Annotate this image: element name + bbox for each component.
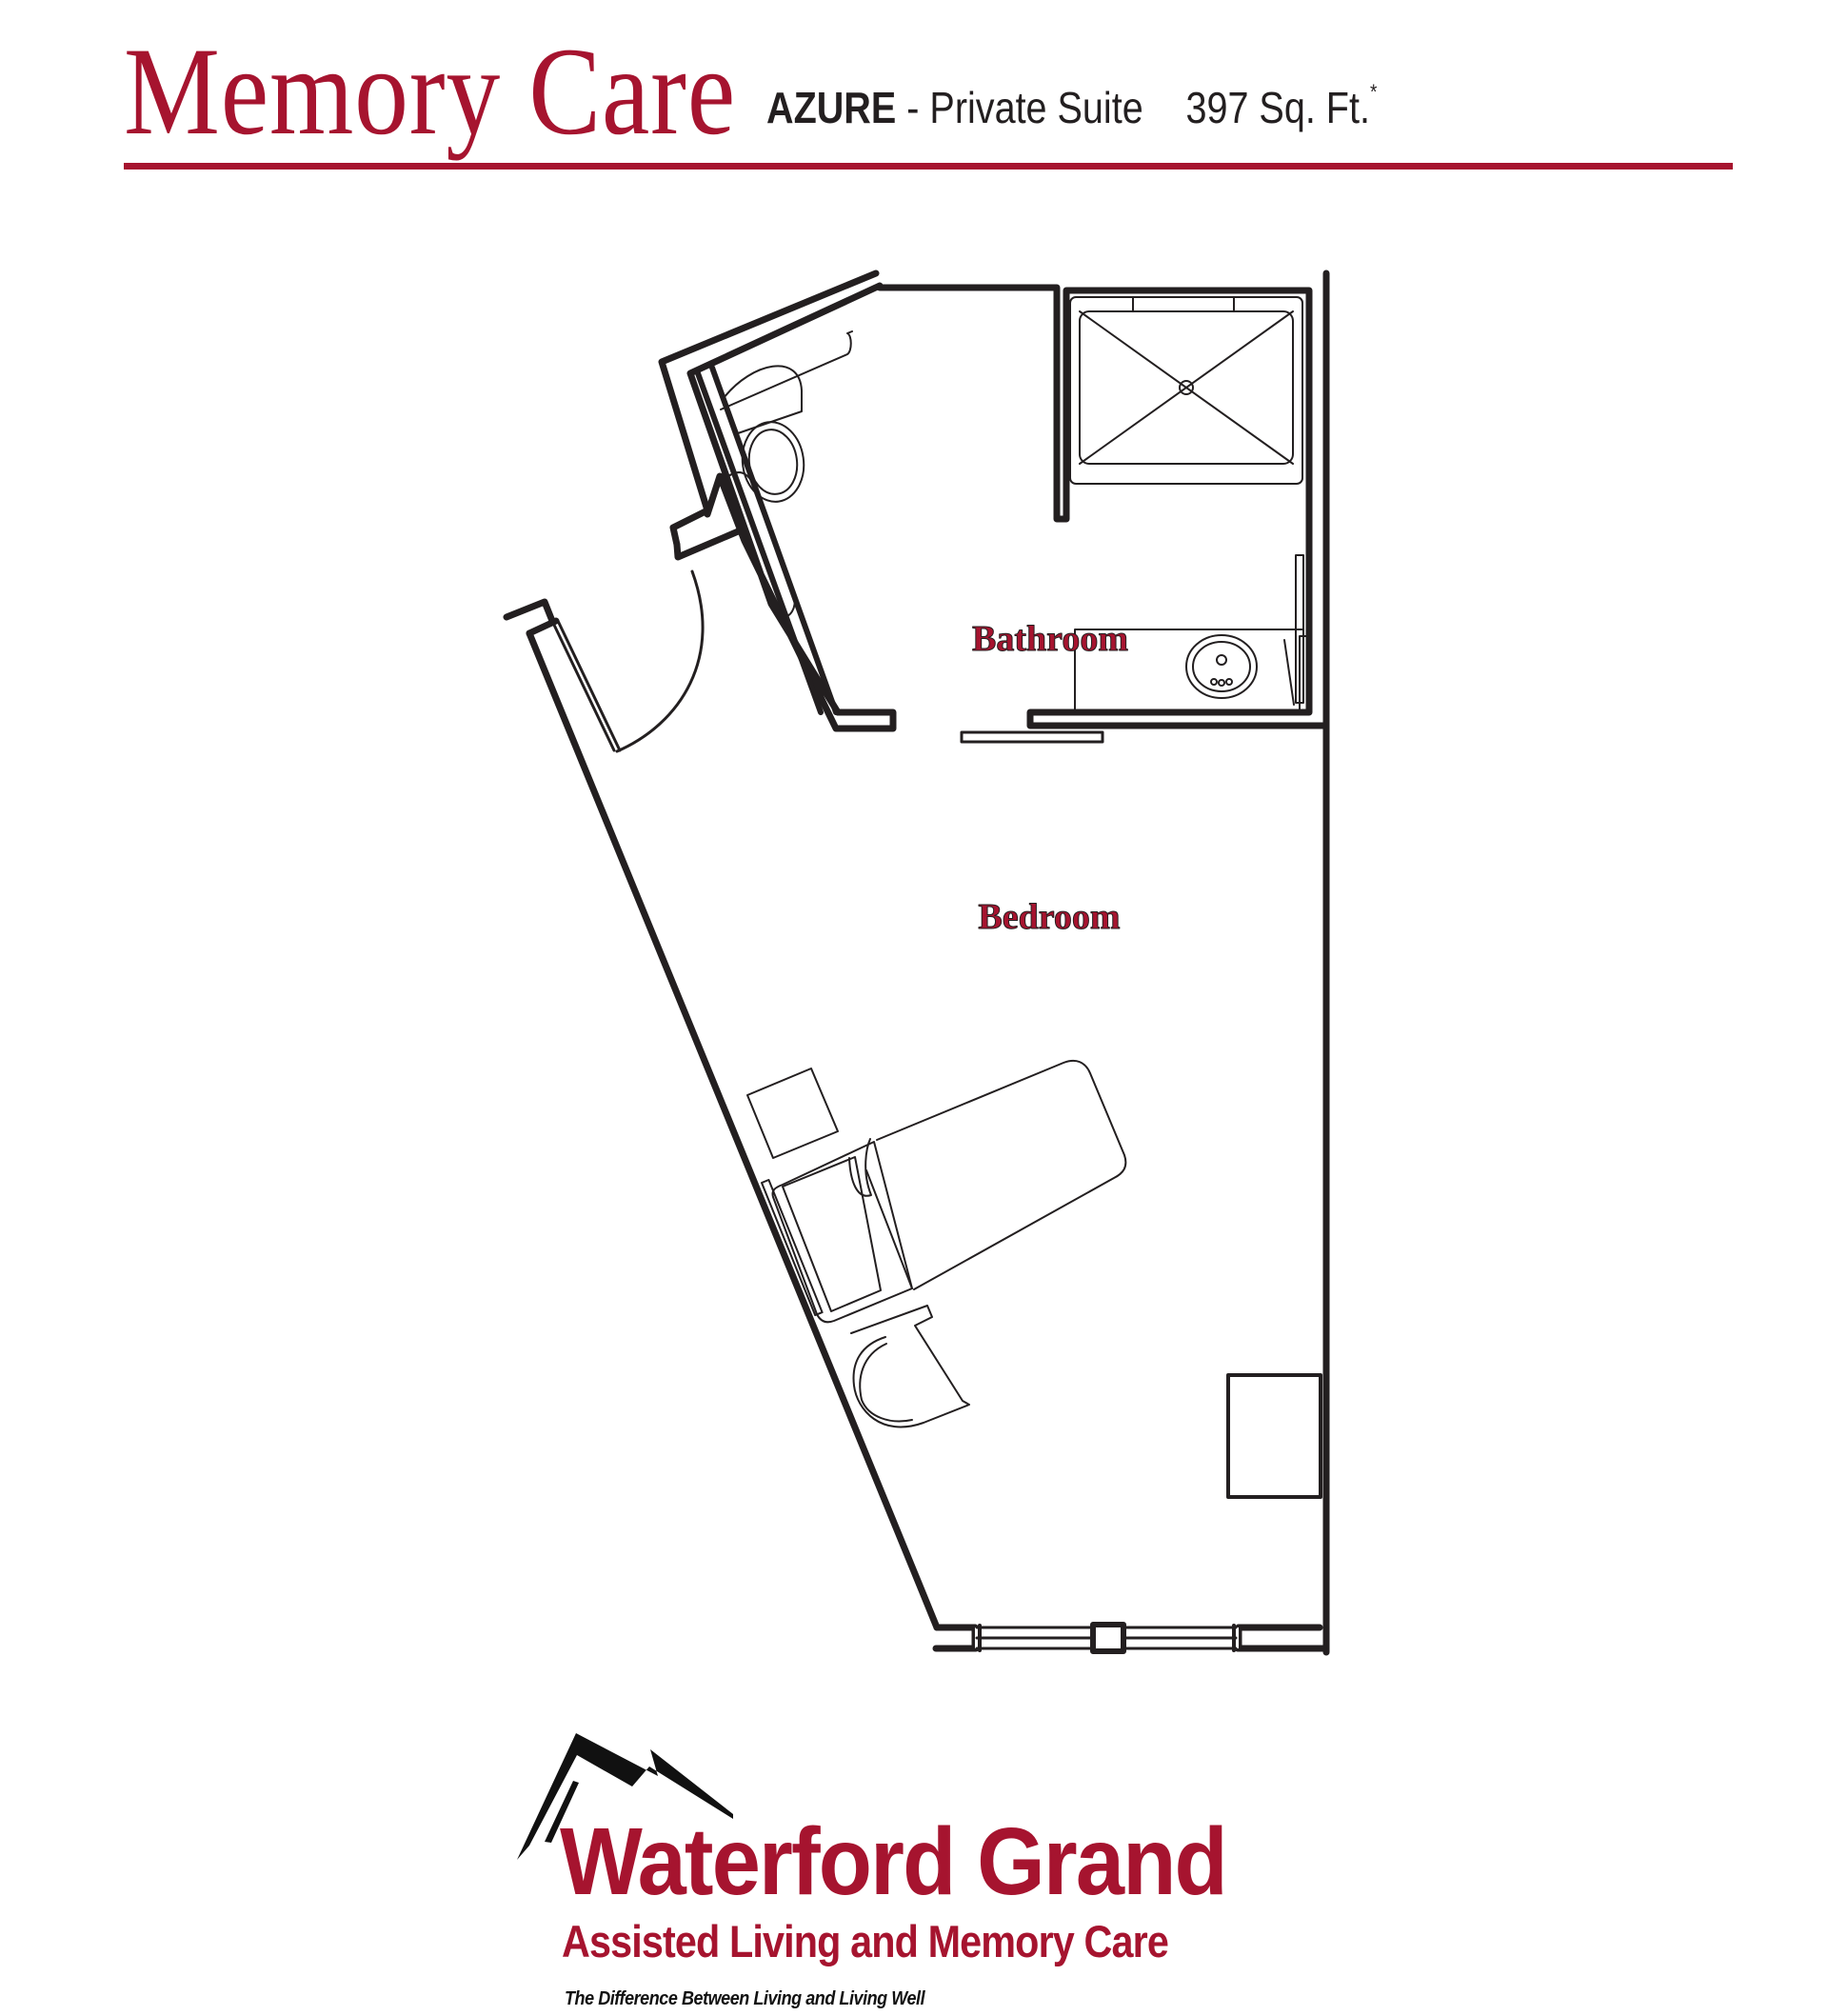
suite-area: 397 Sq. Ft. [1185, 83, 1370, 132]
walls [503, 269, 1330, 1656]
suite-type: Private Suite [929, 83, 1143, 132]
dresser-icon [1226, 1373, 1322, 1499]
sink-icon [1074, 629, 1309, 713]
brand-subtitle: Assisted Living and Memory Care [562, 1916, 1169, 1966]
brand-name: Waterford Grand [560, 1808, 1228, 1915]
bed-icon [761, 1059, 1127, 1324]
armchair-icon [850, 1305, 970, 1428]
pocket-door-icon [960, 730, 1104, 744]
suite-name: AZURE [766, 83, 897, 132]
suite-info: AZURE - Private Suite 397 Sq. Ft.* [766, 82, 1377, 132]
area-footnote-mark: * [1369, 80, 1378, 104]
nightstand-icon [746, 1068, 839, 1159]
window-icon [975, 1622, 1239, 1654]
shower-icon [1069, 296, 1303, 485]
header-divider [124, 163, 1733, 170]
brand-tagline: The Difference Between Living and Living… [565, 1988, 925, 2009]
room-label-bedroom: Bedroom [978, 897, 1120, 937]
room-label-bathroom: Bathroom [972, 619, 1128, 659]
mountain-logo-icon [517, 1733, 733, 1860]
toilet-icon [723, 365, 805, 503]
page-title: Memory Care [124, 21, 737, 161]
suite-separator: - [896, 83, 930, 132]
entry-door-icon [550, 569, 705, 753]
